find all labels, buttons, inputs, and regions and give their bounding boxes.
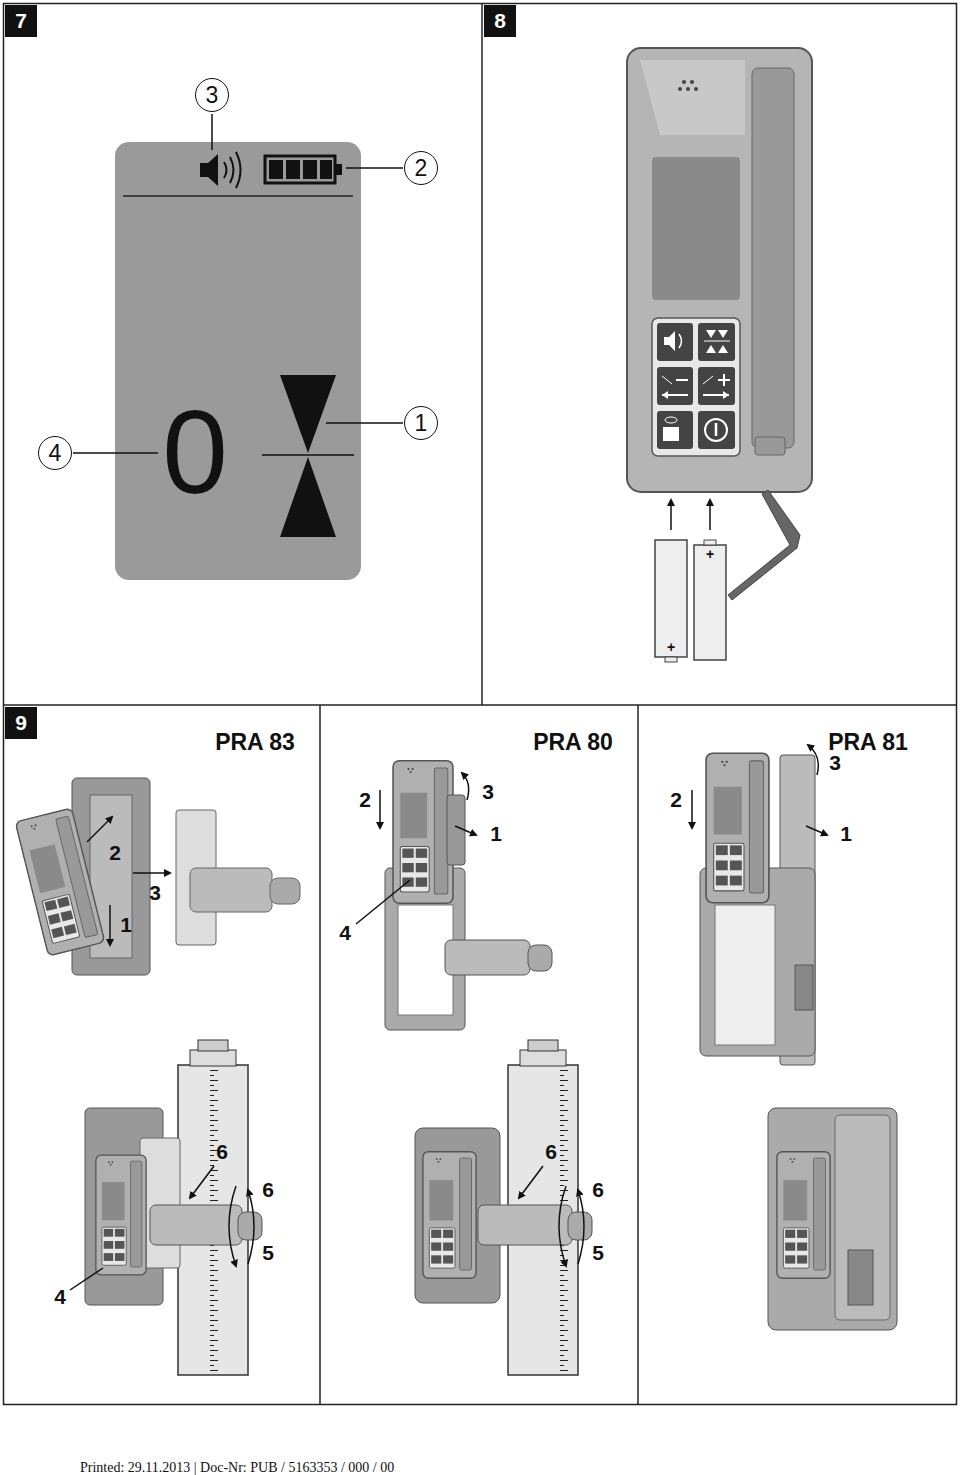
polarity-mark: +	[706, 546, 714, 562]
callout-circle: 3	[195, 78, 229, 112]
callout-number: 6	[216, 1140, 228, 1164]
node-text: 7	[15, 9, 27, 33]
callout-number: 3	[482, 780, 494, 804]
panel-number: 7	[5, 5, 37, 37]
node-text: 2	[415, 155, 428, 182]
callout-number: 2	[109, 841, 121, 865]
model-heading: PRA 83	[215, 729, 295, 756]
node-text: 1	[415, 410, 428, 437]
panel-number: 8	[484, 5, 516, 37]
node-text: 4	[49, 440, 62, 467]
callout-number: 2	[359, 788, 371, 812]
callout-number: 1	[120, 913, 132, 937]
callout-number: 6	[592, 1178, 604, 1202]
callout-circle: 2	[404, 151, 438, 185]
panel-number: 9	[5, 707, 37, 739]
display-digit: 0	[162, 384, 228, 520]
node-text: 3	[206, 82, 219, 109]
node-text: 9	[15, 711, 27, 735]
callout-number: 6	[545, 1140, 557, 1164]
callout-number: 5	[592, 1241, 604, 1265]
callout-number: 2	[670, 788, 682, 812]
print-footer: Printed: 29.11.2013 | Doc-Nr: PUB / 5163…	[80, 1460, 394, 1475]
callout-circle: 1	[404, 406, 438, 440]
callout-number: 1	[840, 822, 852, 846]
node-text: 8	[494, 9, 506, 33]
callout-number: 6	[262, 1178, 274, 1202]
polarity-mark: +	[667, 639, 675, 655]
callout-number: 3	[829, 751, 841, 775]
callout-number: 4	[339, 921, 351, 945]
callout-number: 4	[54, 1285, 66, 1309]
callout-number: 5	[262, 1241, 274, 1265]
callout-number: 1	[490, 822, 502, 846]
callout-circle: 4	[38, 436, 72, 470]
callout-number: 3	[149, 881, 161, 905]
model-heading: PRA 80	[533, 729, 613, 756]
